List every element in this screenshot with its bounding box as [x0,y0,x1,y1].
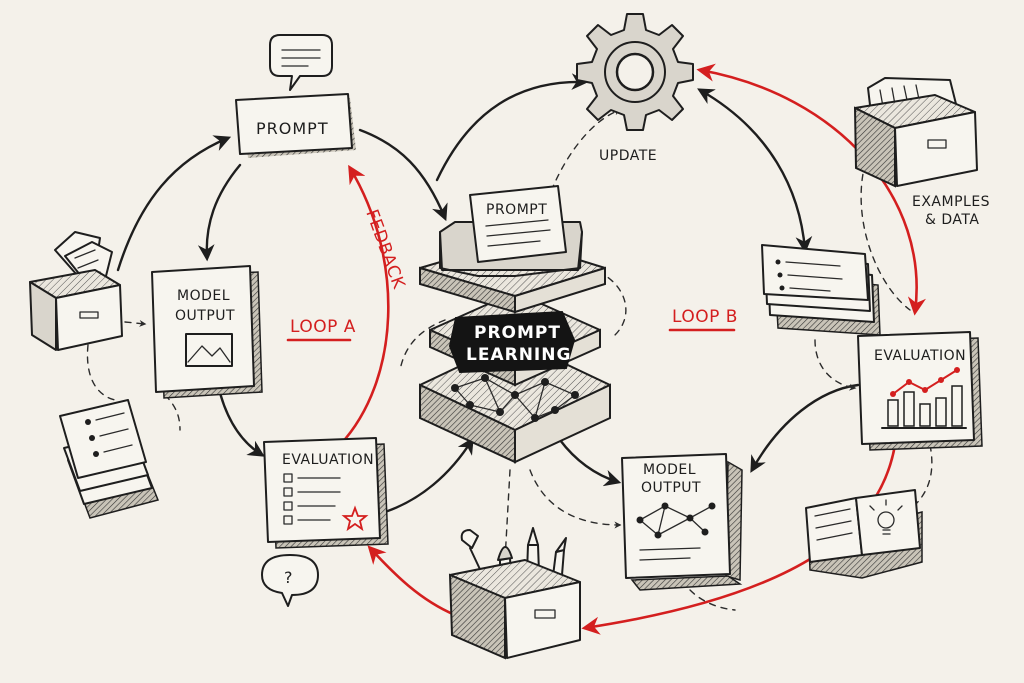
toolbox-icon [450,528,580,658]
question-bubble-icon: ? [262,555,318,606]
arrow-prompt-to-output [207,165,240,258]
model-output-left-label-1: MODEL [177,288,230,304]
arrow-box-to-prompt [118,138,228,270]
svg-text:LEARNING: LEARNING [466,345,571,365]
svg-text:PROMPT: PROMPT [474,323,561,343]
svg-text:LOOP B: LOOP B [672,307,738,327]
arrow-eval-to-center [385,440,472,512]
examples-data-label: EXAMPLES & DATA [912,194,990,228]
svg-text:& DATA: & DATA [925,212,979,228]
arrow-prompt-to-center [360,130,445,218]
loop-a-label: LOOP A [288,317,356,340]
speech-bubble-icon [270,35,332,90]
file-box-left [30,232,122,350]
prompt-top-label: PROMPT [256,119,329,138]
prompt-card-top: PROMPT [236,94,356,158]
document-stack-right [762,245,880,335]
svg-text:EXAMPLES: EXAMPLES [912,194,990,210]
model-output-bottom-label-2: OUTPUT [641,480,701,496]
evaluation-card-left: EVALUATION [264,438,388,548]
model-output-card-bottom: MODEL OUTPUT [622,454,742,590]
model-output-card-left: MODEL OUTPUT [152,266,262,398]
update-label: UPDATE [599,148,657,164]
arrow-eval-right-to-output [752,385,858,470]
feedback-label: FEDBACK [361,207,408,292]
red-arrow-tools-to-eval [370,548,455,615]
gear-icon [577,14,693,130]
model-output-bottom-label-1: MODEL [643,462,696,478]
arrow-center-to-output [560,440,618,482]
evaluation-right-label: EVALUATION [874,348,966,364]
svg-text:LOOP A: LOOP A [290,317,356,337]
svg-text:?: ? [284,568,294,587]
arrow-output-to-eval [218,385,262,455]
open-book-icon [806,490,922,578]
document-stack-left [60,400,158,518]
arrow-center-to-update [437,82,585,180]
center-prompt-label: PROMPT [486,202,547,218]
file-drawer-icon [855,78,977,186]
loop-b-label: LOOP B [670,307,738,330]
evaluation-card-right: EVALUATION [858,332,982,450]
arrow-update-to-docs [700,90,805,250]
evaluation-left-label: EVALUATION [282,452,374,468]
model-output-left-label-2: OUTPUT [175,308,235,324]
prompt-learning-stack: PROMPT LEARNING PROMPT [420,186,610,462]
